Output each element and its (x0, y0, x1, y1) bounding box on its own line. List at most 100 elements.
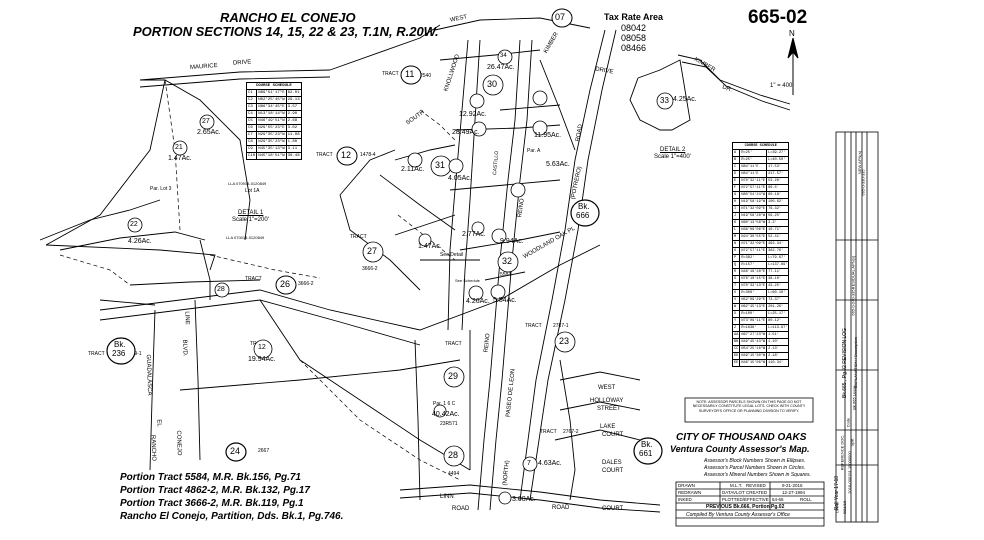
road-road3: ROAD (452, 506, 470, 512)
block-24: 24 (230, 446, 241, 456)
course-schedule-left-cell: N46°49'51"W (256, 117, 287, 125)
course-schedule-left-cell: 62.01 (285, 89, 302, 97)
block-28: 28 (448, 450, 459, 460)
legend-block: Assessor's Block Numbers Shown in Ellips… (704, 458, 806, 464)
parcel-15-acres: 11.95Ac. (534, 132, 562, 139)
course-schedule-right-cell: V (731, 296, 741, 304)
course-schedule-right-cell: N54°25'16"W (739, 345, 768, 353)
tax-rate-area-label: Tax Rate Area (604, 12, 664, 22)
road-court3: COURT (602, 506, 624, 512)
course-schedule-left-cell: C1 (245, 89, 258, 97)
block-26: 26 (280, 279, 291, 289)
course-schedule-right-cell: AA (731, 331, 741, 339)
road-holloway: HOLLOWAY (590, 398, 624, 404)
course-schedule-left-cell: 11.08 (285, 131, 302, 139)
ref-3: Portion Tract 3666-2, M.R. Bk.119, Pg.1 (120, 498, 304, 509)
agency-name: Ventura County Assessor's Map. (670, 444, 810, 454)
course-schedule-left-cell: N86°34'45"E (256, 103, 287, 111)
parcel-25-acres: 12.92Ac. (459, 111, 487, 118)
tb-roll: ROLL (800, 497, 812, 502)
course-schedule-right-cell: N24°30'55"E (739, 233, 768, 241)
course-schedule-right-cell: N62°45'13"E (739, 303, 768, 311)
course-schedule-right-cell: D (731, 170, 741, 178)
annotation-lot1a: Lot 1A (245, 188, 260, 194)
book-236-label: Bk. (114, 340, 126, 349)
road-road2: ROAD (552, 505, 570, 511)
course-schedule-right-cell: EE (731, 359, 741, 367)
parcel-26-circle (471, 121, 487, 137)
tract-label-3666b: TRACT (245, 276, 262, 282)
course-schedule-right-cell: CC (731, 345, 741, 353)
book-236-ellipse (106, 337, 136, 365)
course-schedule-left-cell: 30.48 (285, 152, 302, 160)
road-dales: DALES (602, 460, 622, 466)
course-schedule-right-cell: R=382' (739, 254, 768, 262)
course-schedule-right-cell: 56.25' (766, 212, 790, 220)
course-schedule-right-cell: N72°57'11"E (739, 247, 768, 255)
course-schedule-right-cell: 73.37' (766, 296, 790, 304)
annotation-par-a: Par. A (527, 148, 541, 154)
block-11: 11 (405, 69, 415, 79)
tract-num-4494: 4494 (448, 471, 459, 477)
course-schedule-right-cell: N84°11'E (739, 163, 768, 171)
course-schedule-left-title: COURSE SCHEDULE (246, 82, 302, 90)
tb-redrawn: REDRAWN (678, 490, 702, 495)
course-schedule-left-cell: N29°35'23"W (256, 131, 287, 139)
tb-revised-date: 9-21-2016 (782, 483, 803, 488)
course-schedule-left-cell: 3.57 (285, 103, 302, 111)
block-12-ellipse (336, 146, 358, 166)
course-schedule-right-cell: 17.53' (766, 163, 790, 171)
road-west2: WEST (598, 385, 616, 391)
block-07: 07 (555, 12, 566, 22)
course-schedule-right-cell: L=79.67' (766, 254, 790, 262)
parcel-27-acres: 2.65Ac. (197, 129, 221, 136)
block-30: 30 (487, 79, 498, 89)
road-street: STREET (597, 406, 621, 412)
course-schedule-right-cell: R=25' (739, 149, 768, 157)
course-schedule-right-cell: N49°15'30"W (739, 352, 768, 360)
parcel-28-num: 28 (217, 286, 225, 293)
course-schedule-right-cell: S (731, 275, 741, 283)
road-blvd: BLVD. (181, 339, 188, 357)
course-schedule-right-cell: N67°27'23"W (739, 331, 768, 339)
course-schedule-left-cell: C5 (245, 117, 258, 125)
tract-label-4559: TRACT (88, 351, 105, 357)
revision-log-header-new: NEW APN(s) (857, 150, 863, 175)
course-schedule-right-cell: R=308' (739, 289, 768, 297)
ref-1: Portion Tract 5584, M.R. Bk.156, Pg.71 (120, 472, 301, 483)
course-schedule-right-cell: L (731, 226, 741, 234)
tract-num-23r571: 23R571 (440, 421, 458, 427)
course-schedule-right-cell: M (731, 233, 741, 241)
parcel-22b-acres: 4.26Ac. (466, 298, 490, 305)
course-schedule-left-cell: N29°55'23"E (256, 124, 287, 132)
parcel-9-circle (433, 404, 447, 418)
tract-num-1478: 1478-4 (360, 152, 376, 158)
parcel-21-circle (172, 140, 188, 156)
map-title-line2: PORTION SECTIONS 14, 15, 22 & 23, T.1N, … (133, 24, 439, 39)
tract-num-2787: 2787-1 (553, 323, 569, 329)
parcel-22b-circle (468, 285, 484, 301)
course-schedule-right-cell: C (731, 163, 741, 171)
course-schedule-left-cell: 2.68 (285, 117, 302, 125)
parcel-34-num: 34 (500, 53, 507, 59)
road-line: LINE (183, 311, 190, 325)
course-schedule-right-cell: E (731, 177, 741, 185)
block-26-ellipse (275, 275, 297, 295)
block-23: 23 (559, 336, 570, 346)
tract-num-3666-2b: 3666-2 (298, 281, 314, 287)
parcel-25b-circle (469, 93, 485, 109)
tb-drawn-by: M.L.T. (730, 483, 743, 488)
course-schedule-right-cell: 3.3' (766, 219, 790, 227)
course-schedule-right-cell: 66.5' (766, 184, 790, 192)
course-schedule-right-cell: 43.25' (766, 282, 790, 290)
course-schedule-left-cell: C9 (245, 145, 258, 153)
tract-label-2767: TRACT (540, 429, 557, 435)
